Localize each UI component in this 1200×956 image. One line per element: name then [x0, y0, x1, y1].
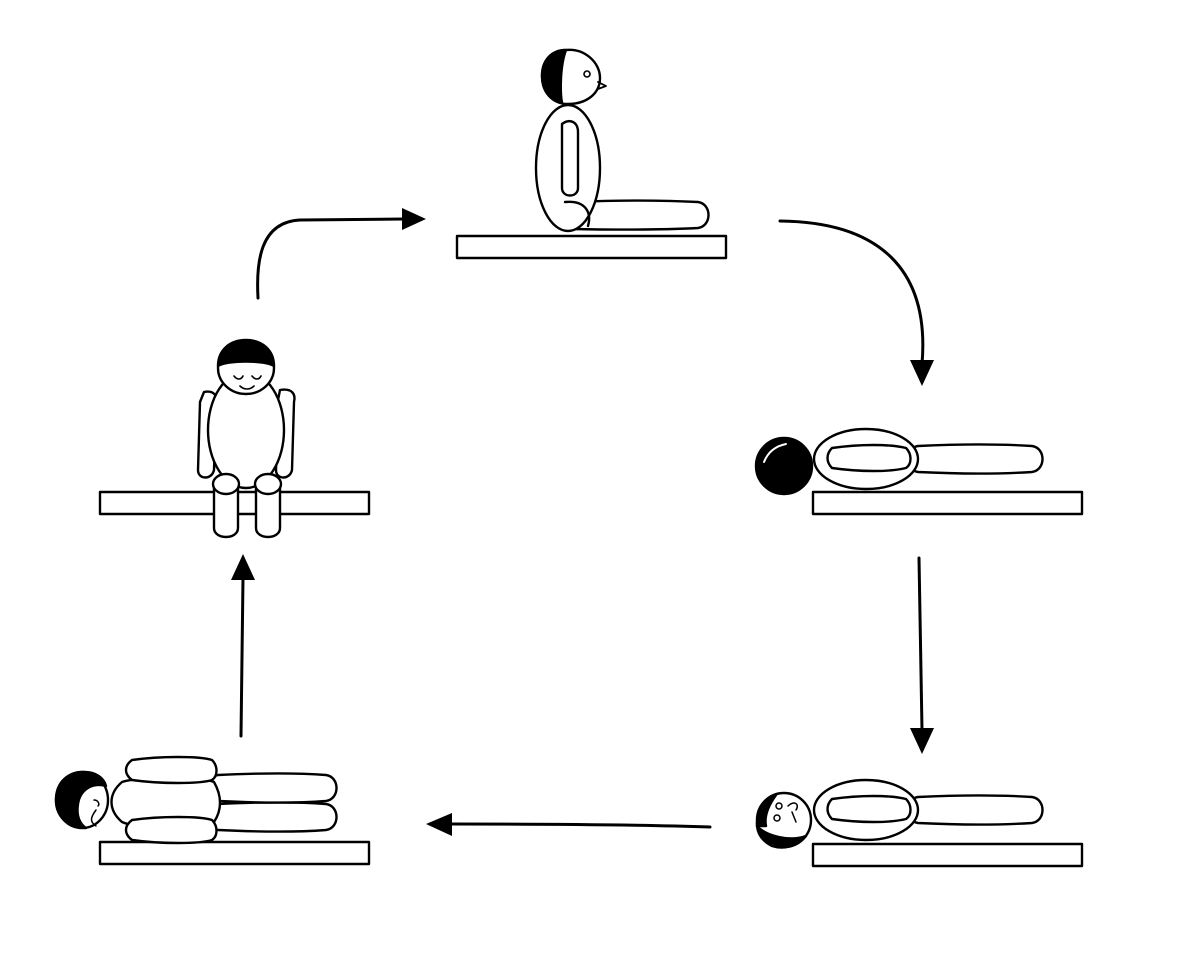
- step-5-left-knee: [211, 472, 241, 496]
- step-5-head: [216, 338, 276, 396]
- step-4-lower-leg: [207, 801, 338, 833]
- step-4-upper-arm: [124, 755, 218, 785]
- step-2-arm: [826, 443, 912, 473]
- step-2-supine-figure: [754, 427, 1084, 516]
- step-1-table: [455, 234, 728, 260]
- step-5-right-shin: [254, 486, 282, 539]
- step-2-table: [811, 490, 1084, 516]
- curved-arrow-down-icon: [910, 360, 934, 386]
- arrow-step-3-to-step-4: [426, 813, 712, 836]
- step-1-arm: [560, 120, 580, 197]
- step-1-hip: [563, 200, 591, 228]
- step-5-left-shin: [212, 486, 240, 539]
- curved-arrow-right-icon: [402, 208, 426, 230]
- arrow-left-icon: [426, 813, 452, 836]
- step-1-long-sitting-figure: [455, 48, 728, 260]
- step-4-side-lying-figure: [54, 755, 371, 866]
- arrow-up-icon: [231, 554, 255, 580]
- step-4-lower-arm: [124, 815, 218, 845]
- arrow-step-5-to-step-1: [256, 208, 426, 300]
- arrow-down-icon: [910, 728, 934, 754]
- step-2-legs: [906, 443, 1044, 475]
- step-3-arm: [826, 794, 912, 824]
- arrow-step-4-to-step-5: [231, 554, 255, 738]
- step-4-upper-leg: [207, 772, 338, 804]
- step-3-supine-head-turned-figure: [755, 778, 1084, 868]
- step-5-sitting-on-edge-figure: [98, 338, 371, 539]
- arrow-step-1-to-step-2: [778, 219, 934, 386]
- step-5-right-knee: [253, 472, 283, 496]
- step-3-table: [811, 842, 1084, 868]
- step-2-head: [754, 436, 814, 496]
- step-1-head: [540, 48, 607, 106]
- step-3-legs: [906, 794, 1044, 826]
- step-4-head: [54, 770, 110, 830]
- step-4-table: [98, 840, 371, 866]
- step-3-head: [755, 791, 813, 849]
- arrow-step-2-to-step-3: [910, 556, 934, 754]
